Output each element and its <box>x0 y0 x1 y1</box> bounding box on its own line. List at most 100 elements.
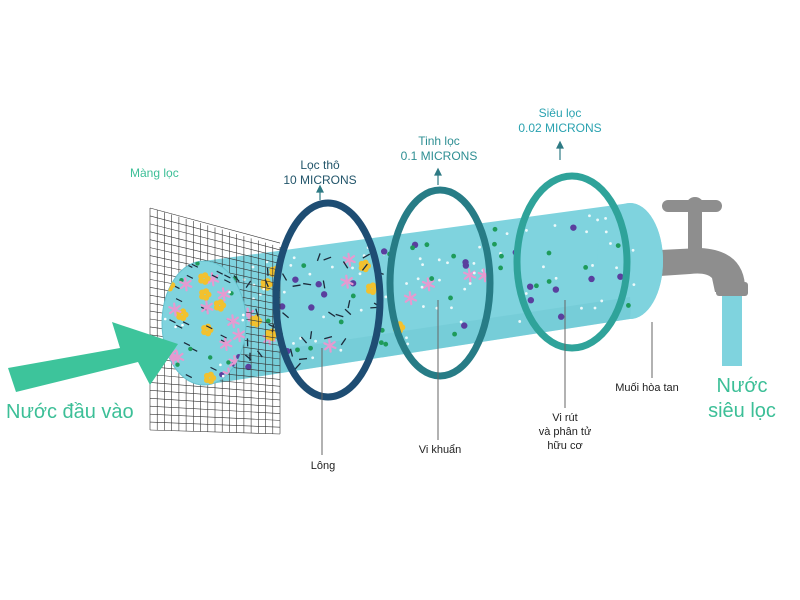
virus-particle <box>617 273 624 280</box>
mesh-line <box>149 405 281 414</box>
ring-coarse-icon <box>272 199 384 401</box>
organic-particle <box>583 265 589 270</box>
ultra-filter-label: Siêu lọc 0.02 MICRONS <box>512 106 608 136</box>
salt-particle <box>420 285 424 289</box>
mesh-line <box>149 397 281 408</box>
salt-particle <box>580 306 583 310</box>
bacteria-particle <box>203 371 217 385</box>
salt-particle <box>472 271 476 275</box>
organic-particle <box>451 253 457 259</box>
salt-particle <box>553 224 557 227</box>
virus-particle <box>461 322 468 329</box>
hair-particle <box>335 313 344 318</box>
salt-particle <box>450 306 453 310</box>
hair-particle <box>323 256 332 261</box>
mesh-line <box>149 223 281 258</box>
hair-particle <box>244 354 252 361</box>
salt-particle <box>289 263 293 267</box>
up-arrow-icon <box>556 140 564 160</box>
mesh-line <box>149 429 281 435</box>
salt-particle <box>322 315 325 319</box>
hair-particle <box>292 284 301 287</box>
salt-particle <box>339 348 343 352</box>
bacteria-particle <box>340 274 354 289</box>
salt-particle <box>311 356 315 360</box>
organic-particle <box>308 345 313 351</box>
up-arrow-icon <box>316 184 324 200</box>
organic-particle <box>265 318 271 324</box>
mesh-line <box>149 413 281 421</box>
salt-particle <box>478 245 482 249</box>
salt-particle <box>405 336 408 340</box>
fine-filter-size: 0.1 MICRONS <box>400 149 478 163</box>
salt-particle <box>358 272 362 276</box>
salt-particle <box>292 341 295 345</box>
organic-particle <box>615 243 621 249</box>
bacteria-particle <box>168 302 182 317</box>
hair-particle <box>324 336 333 340</box>
mesh-line <box>149 247 281 278</box>
organic-particle <box>452 331 457 337</box>
salt-particle <box>292 256 296 260</box>
bacteria-particle <box>198 272 211 285</box>
mesh-line <box>149 215 281 251</box>
bacteria-particle <box>199 288 212 301</box>
mesh-line <box>149 239 281 271</box>
hair-particle <box>281 273 288 281</box>
salt-particle <box>604 230 608 234</box>
salt-particle <box>384 295 388 299</box>
bacteria-particle <box>232 328 246 343</box>
salt-particle <box>615 266 618 270</box>
bacteria-particle <box>342 252 356 267</box>
virus-particle <box>526 283 534 290</box>
salt-particle <box>418 257 422 261</box>
salt-particle <box>314 339 317 343</box>
virus-particle <box>462 259 469 266</box>
organic-particle <box>350 293 356 299</box>
virus-particle <box>292 276 299 283</box>
organic-particle <box>499 253 504 259</box>
virus-particle <box>570 224 577 231</box>
salt-particle <box>251 265 255 269</box>
tube-inlet-end <box>161 260 247 386</box>
hair-particle <box>340 338 347 346</box>
salt-particle <box>632 283 636 287</box>
water-tap-icon <box>660 197 748 366</box>
salt-particle <box>604 216 607 220</box>
hair-particle <box>342 261 349 269</box>
fine-filter-title: Tinh lọc <box>418 134 460 148</box>
salt-particle <box>282 290 286 294</box>
salt-particle <box>588 214 591 218</box>
organic-particle <box>410 245 415 251</box>
salt-particle <box>421 263 424 266</box>
salt-particle <box>472 261 476 265</box>
virus-particle <box>527 296 535 304</box>
hair-particle <box>344 308 352 316</box>
hair-particle <box>255 308 259 317</box>
mesh-line <box>149 382 281 394</box>
salt-particle <box>631 248 635 252</box>
salt-particle <box>446 261 449 265</box>
hair-particle <box>362 253 371 259</box>
virus-particle <box>315 281 322 288</box>
up-arrows <box>316 140 564 200</box>
hair-particle <box>309 331 313 340</box>
salt-particle <box>591 264 594 267</box>
salts-label: Muối hòa tan <box>615 382 679 394</box>
coarse-filter-title: Lọc thô <box>300 158 340 172</box>
bacteria-particle <box>213 299 227 312</box>
outlet-water-label: Nước siêu lọc <box>692 374 792 424</box>
salt-particle <box>463 287 467 291</box>
salt-particle <box>359 308 363 312</box>
salt-particle <box>422 305 425 308</box>
virus-particle <box>245 363 252 371</box>
salt-particle <box>600 299 604 303</box>
bacteria-particle <box>265 328 278 342</box>
hair-particle <box>298 357 308 361</box>
virus-particle <box>308 304 315 311</box>
bacteria-label: Vi khuẩn <box>418 444 462 456</box>
salt-particle <box>524 292 528 295</box>
hair-particle <box>282 312 290 319</box>
salt-particle <box>437 258 441 262</box>
